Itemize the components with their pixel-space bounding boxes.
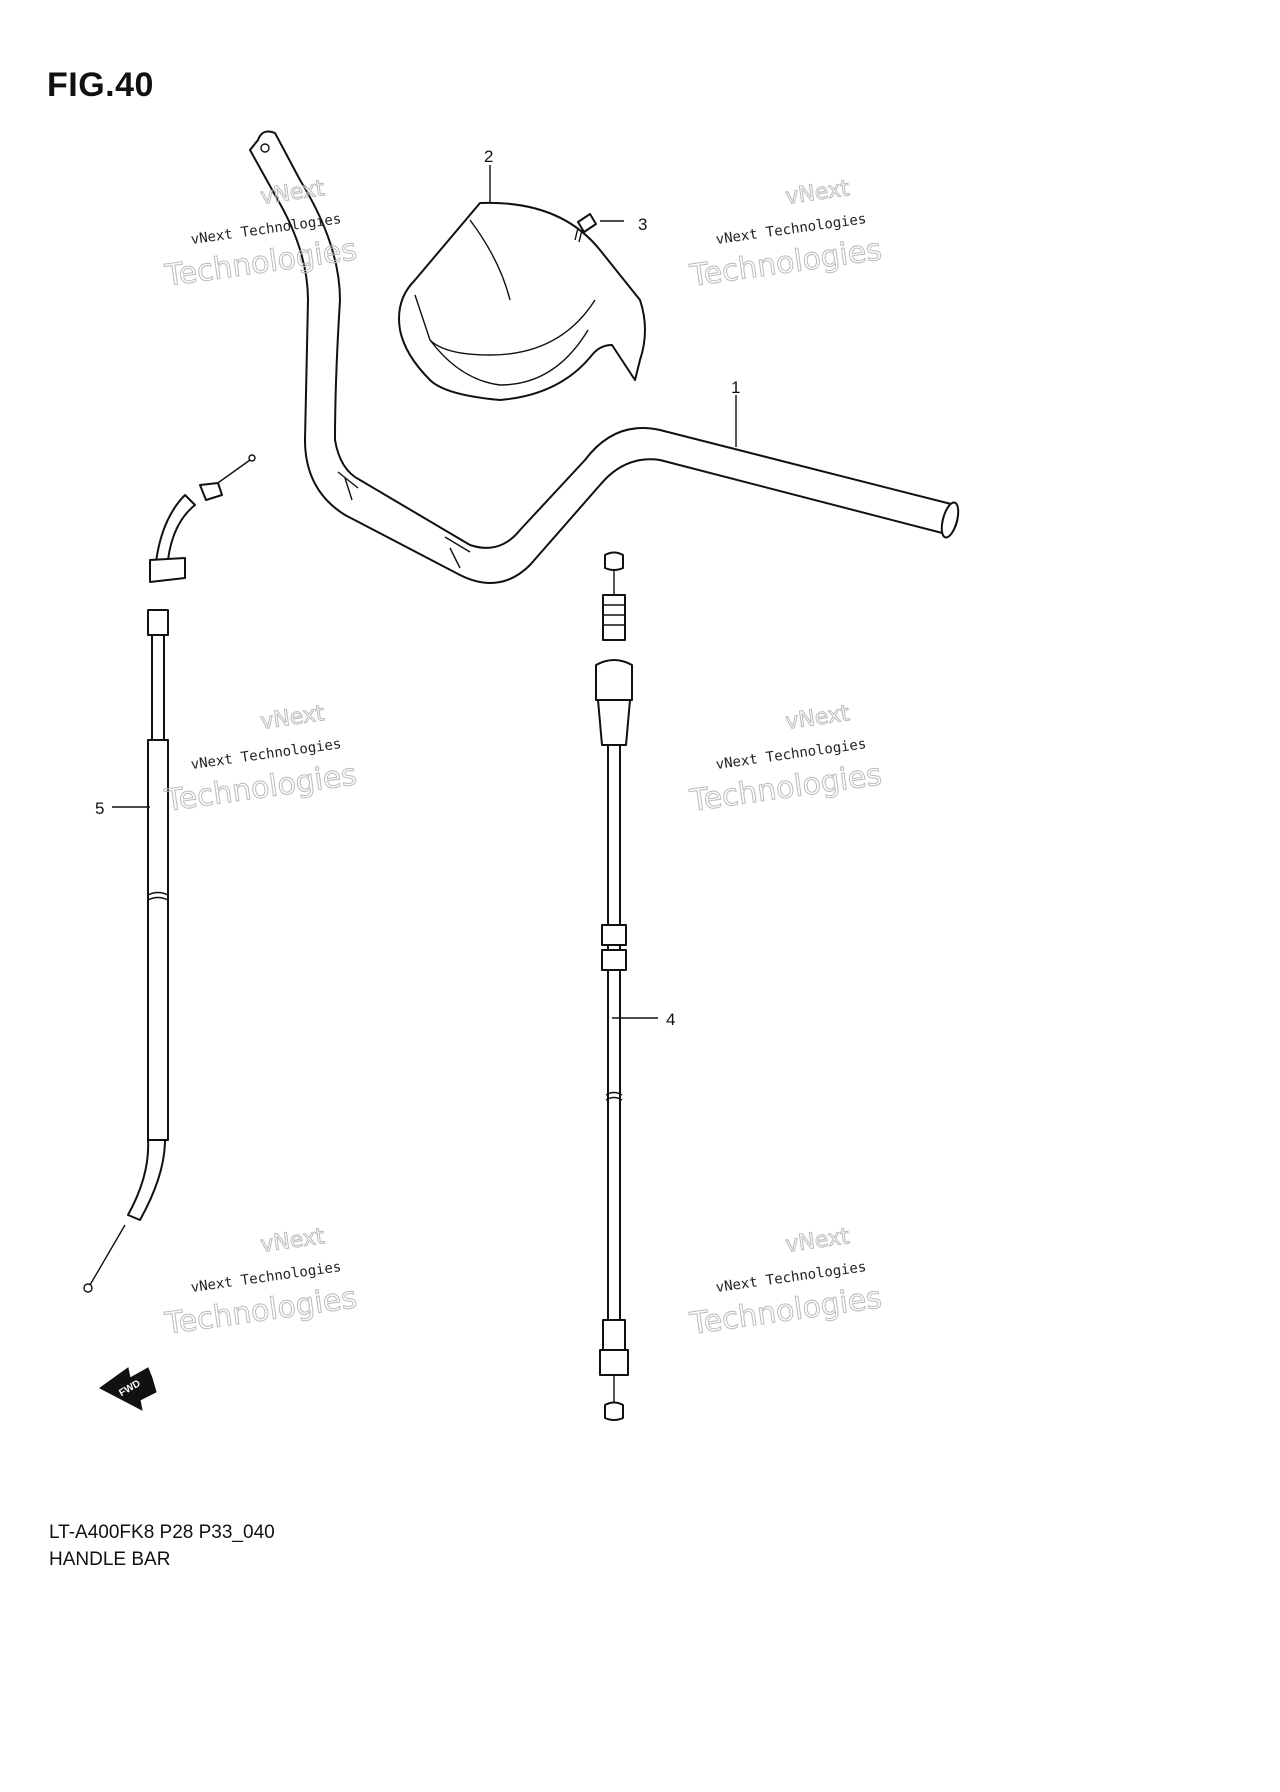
watermark-bottom-right: vNext vNext Technologies Technologies (687, 1224, 885, 1343)
throttle-cable-part (595, 551, 633, 1421)
screw-part (574, 213, 597, 243)
svg-text:vNext: vNext (259, 1224, 326, 1258)
watermark-mid-right: vNext vNext Technologies Technologies (687, 701, 885, 820)
watermark-bottom-left: vNext vNext Technologies Technologies (162, 1224, 360, 1343)
brake-cable-part (83, 454, 256, 1293)
callout-5: 5 (95, 799, 104, 818)
callout-3: 3 (638, 215, 647, 234)
svg-text:vNext: vNext (784, 176, 851, 210)
section-name: HANDLE BAR (49, 1549, 171, 1570)
callout-1: 1 (731, 378, 740, 397)
watermark-mid-left: vNext vNext Technologies Technologies (162, 701, 360, 820)
watermark-top-right: vNext vNext Technologies Technologies (687, 176, 885, 295)
svg-text:vNext: vNext (259, 701, 326, 735)
forward-direction-icon: FWD (99, 1367, 157, 1411)
svg-text:vNext: vNext (784, 701, 851, 735)
handlebar-cover-part (398, 201, 646, 401)
figure-title: FIG.40 (47, 66, 154, 104)
callout-2: 2 (484, 147, 493, 166)
handlebar-part (249, 130, 960, 584)
svg-text:vNext: vNext (784, 1224, 851, 1258)
leader-lines (112, 165, 737, 1019)
callout-4: 4 (666, 1010, 675, 1029)
model-code: LT-A400FK8 P28 P33_040 (49, 1522, 275, 1543)
